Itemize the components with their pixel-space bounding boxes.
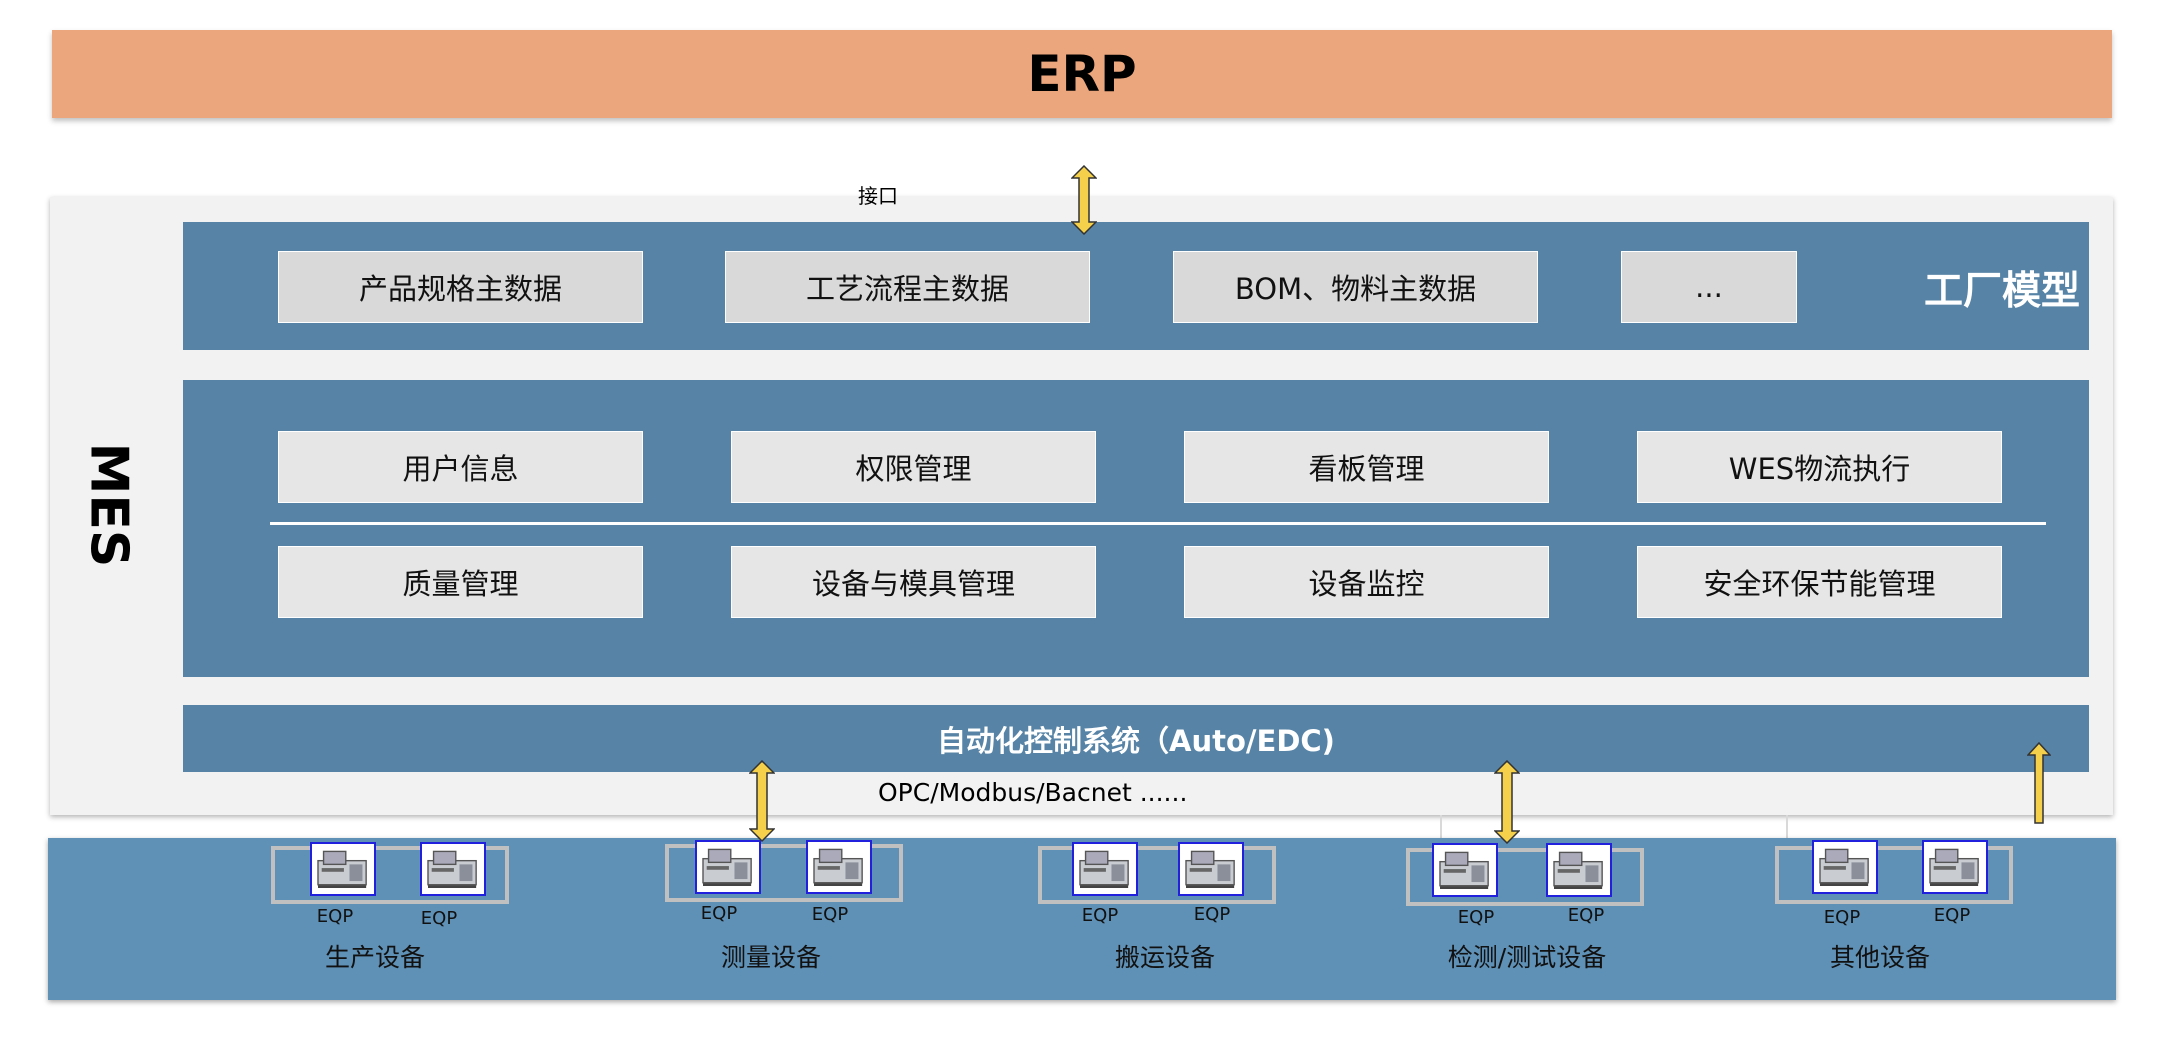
eqp-label: EQP [1823, 907, 1861, 928]
factory-item-more[interactable]: ... [1621, 251, 1797, 323]
mes-label-wrap: MES [58, 410, 158, 600]
machine-icon [1922, 840, 1988, 894]
func-permission-mgmt[interactable]: 权限管理 [731, 431, 1096, 503]
group-label-production: 生产设备 [324, 943, 425, 972]
double-arrow-icon [749, 760, 775, 842]
func-equipment-monitor[interactable]: 设备监控 [1184, 546, 1549, 618]
automation-band: 自动化控制系统（Auto/EDC) [183, 705, 2089, 772]
machine-icon [1178, 842, 1244, 896]
machine-icon [1546, 843, 1612, 897]
eqp-label: EQP [811, 904, 849, 925]
connector-line [1440, 815, 1442, 840]
eqp-label: EQP [316, 906, 354, 927]
eqp-label: EQP [420, 908, 458, 929]
mes-label: MES [78, 442, 138, 568]
function-band [183, 380, 2089, 677]
group-label-other: 其他设备 [1829, 943, 1930, 972]
machine-icon [806, 840, 872, 894]
eqp-label: EQP [1933, 905, 1971, 926]
machine-icon [310, 842, 376, 896]
group-label-inspection-test: 检测/测试设备 [1447, 943, 1607, 972]
up-arrow-icon [2027, 742, 2051, 824]
machine-icon [1432, 843, 1498, 897]
func-wes-logistics[interactable]: WES物流执行 [1637, 431, 2002, 503]
equipment-frame [271, 846, 509, 904]
equipment-frame [1406, 848, 1644, 906]
erp-bar: ERP [52, 30, 2112, 118]
protocol-label: OPC/Modbus/Bacnet ...... [878, 778, 1188, 807]
interface-label: 接口 [858, 184, 898, 208]
function-divider [270, 522, 2046, 525]
equipment-frame [665, 844, 903, 902]
eqp-label: EQP [1193, 904, 1231, 925]
func-user-info[interactable]: 用户信息 [278, 431, 643, 503]
connector-line [1786, 815, 1788, 840]
func-kanban-mgmt[interactable]: 看板管理 [1184, 431, 1549, 503]
double-arrow-icon [1494, 760, 1520, 844]
func-quality-mgmt[interactable]: 质量管理 [278, 546, 643, 618]
eqp-label: EQP [1081, 905, 1119, 926]
factory-item-bom-material[interactable]: BOM、物料主数据 [1173, 251, 1538, 323]
double-arrow-icon [1071, 165, 1097, 235]
factory-model-title: 工厂模型 [1923, 269, 2080, 314]
func-equipment-mold-mgmt[interactable]: 设备与模具管理 [731, 546, 1096, 618]
group-label-handling: 搬运设备 [1114, 943, 1215, 972]
factory-item-product-spec[interactable]: 产品规格主数据 [278, 251, 643, 323]
equipment-frame [1038, 846, 1276, 904]
machine-icon [695, 840, 761, 894]
eqp-label: EQP [1567, 905, 1605, 926]
group-label-measurement: 测量设备 [720, 943, 821, 972]
machine-icon [420, 842, 486, 896]
factory-item-process-flow[interactable]: 工艺流程主数据 [725, 251, 1090, 323]
machine-icon [1072, 842, 1138, 896]
equipment-frame [1775, 846, 2013, 904]
eqp-label: EQP [1457, 907, 1495, 928]
machine-icon [1812, 840, 1878, 894]
eqp-label: EQP [700, 903, 738, 924]
func-safety-env-energy[interactable]: 安全环保节能管理 [1637, 546, 2002, 618]
